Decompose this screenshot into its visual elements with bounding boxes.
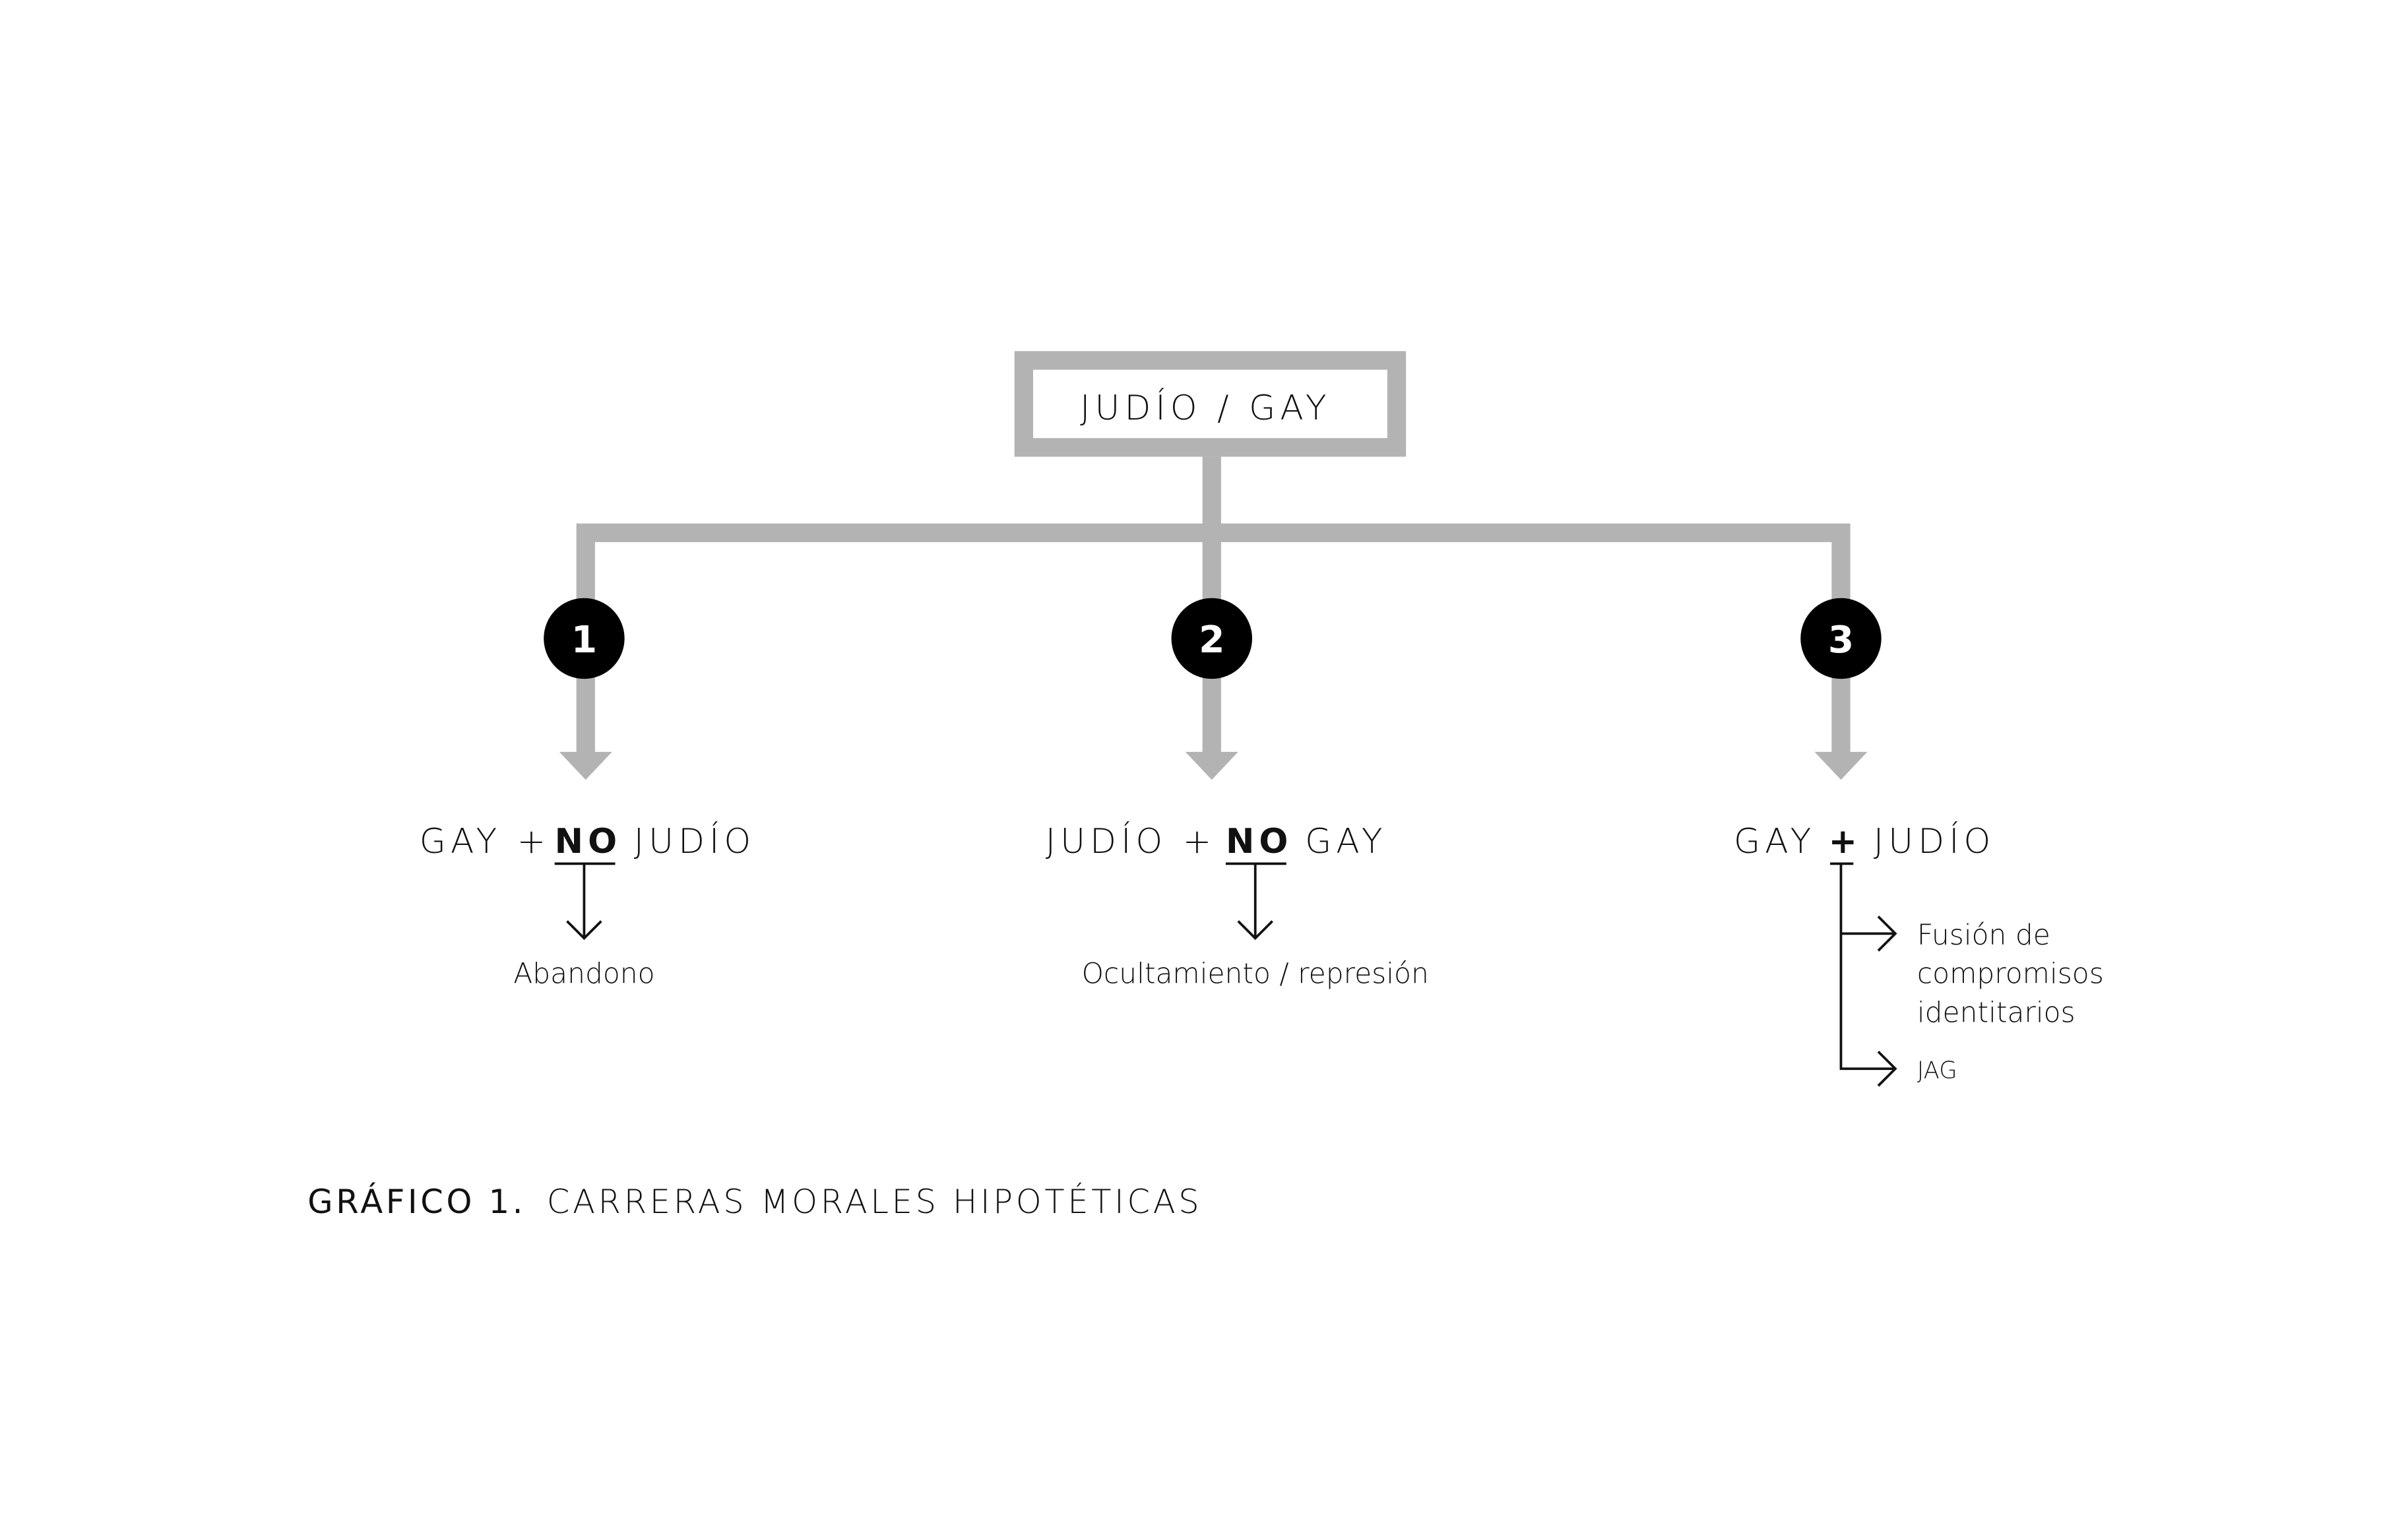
caption-title: CARRERAS MORALES HIPOTÉTICAS (547, 1182, 1202, 1221)
root-label: JUDÍO / GAY (1080, 388, 1331, 428)
branch-label-negation: NO (1226, 822, 1293, 861)
branch-label-negation: NO (555, 822, 622, 861)
branch-1: GAY + NO JUDÍO Abandono (420, 821, 755, 990)
branch-outcome-line: identitarios (1917, 997, 2075, 1029)
step-number: 2 (1199, 619, 1224, 662)
caption-label: GRÁFICO 1. (307, 1182, 526, 1221)
step-badge-3: 3 (1800, 598, 1882, 679)
branch-outcome: Ocultamiento / represión (1082, 958, 1429, 990)
root-box (1014, 351, 1407, 457)
branch-outcome-line: Fusión de (1917, 919, 2050, 951)
down-arrow-icon (554, 862, 616, 941)
down-arrow-icon (1225, 862, 1286, 941)
branch-outcome: Abandono (513, 958, 654, 990)
arrowhead-2 (1185, 751, 1238, 780)
branch-outcome-line: compromisos (1917, 958, 2104, 990)
branch-label-left: GAY + (420, 822, 550, 861)
branch-label-plus: + (1829, 822, 1862, 861)
branch-label-right: GAY (1305, 822, 1387, 861)
arrowhead-1 (559, 751, 612, 780)
branch-3: GAY + JUDÍO Fusión de compromisos identi… (1734, 821, 2104, 1087)
branch-label-right: JUDÍO (634, 821, 755, 861)
branch-label-left: GAY (1734, 822, 1816, 861)
arrowheads (559, 751, 1868, 780)
branch-2: JUDÍO + NO GAY Ocultamiento / represión (1046, 821, 1429, 990)
arrowhead-3 (1814, 751, 1868, 780)
step-number: 3 (1828, 619, 1854, 662)
branch-label-right: JUDÍO (1874, 821, 1995, 861)
step-badge-1: 1 (544, 598, 625, 679)
branch-label-left: JUDÍO + (1046, 821, 1216, 861)
branch-outcome-jag: JAG (1917, 1057, 1957, 1084)
step-number: 1 (571, 619, 597, 662)
fork-arrows-icon (1830, 862, 1897, 1087)
step-badge-2: 2 (1171, 598, 1252, 679)
